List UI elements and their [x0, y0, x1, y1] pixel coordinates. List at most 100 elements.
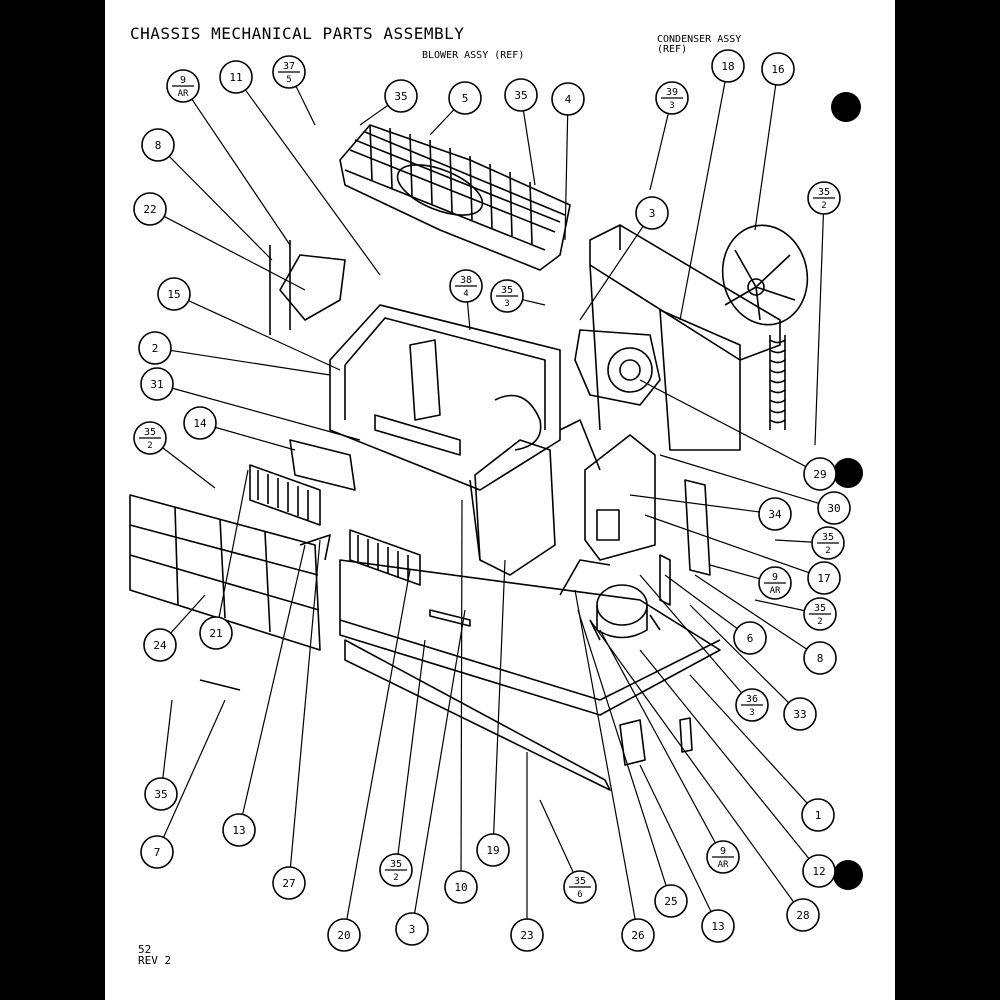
- callout-2: 2: [138, 331, 331, 376]
- callout-bubble: [783, 697, 817, 731]
- callout-bubble: [801, 798, 835, 832]
- callout-bubble: [199, 616, 233, 650]
- callout-35: 35: [144, 699, 178, 811]
- evaporator-section: [249, 240, 421, 586]
- callout-number: 35: [814, 603, 826, 614]
- callout-bubble: [138, 331, 172, 365]
- callout-23: 23: [510, 752, 544, 952]
- callout-3: 3: [395, 609, 466, 946]
- callout-9-ar: 9AR: [709, 564, 792, 600]
- leader-line: [162, 447, 216, 489]
- callout-bubble: [140, 835, 174, 869]
- callout-bubble: [140, 367, 174, 401]
- callout-bubble: [510, 918, 544, 952]
- callout-number: 22: [143, 203, 156, 216]
- chassis-partition: [329, 304, 561, 491]
- fan-motor: [574, 329, 661, 406]
- callout-number: 9: [772, 572, 778, 583]
- callout-subscript: 2: [147, 441, 152, 451]
- callout-27: 27: [272, 539, 321, 900]
- leader-line: [754, 599, 805, 612]
- callout-6: 6: [664, 574, 767, 655]
- callout-3: 3: [579, 196, 669, 321]
- callout-bubble: [701, 909, 735, 943]
- callout-subscript: 3: [669, 101, 674, 111]
- callout-bubble: [183, 406, 217, 440]
- callout-bubble: [444, 870, 478, 904]
- leader-line: [639, 764, 712, 912]
- page-number: 52: [138, 943, 152, 956]
- callout-bubble: [758, 497, 792, 531]
- callout-35-2: 352: [774, 526, 845, 560]
- callout-bubble: [504, 78, 538, 112]
- callout-21: 21: [199, 469, 249, 650]
- condenser-coil: [589, 224, 786, 451]
- callout-31: 31: [140, 367, 361, 441]
- callout-number: 35: [501, 285, 513, 296]
- callout-35-2: 352: [807, 181, 841, 446]
- leader-line: [215, 426, 296, 451]
- callout-bubble: [219, 60, 253, 94]
- callout-number: 29: [813, 468, 826, 481]
- blower-assy-ref: BLOWER ASSY (REF): [422, 50, 525, 61]
- callout-bubble: [133, 192, 167, 226]
- callout-number: 3: [649, 207, 656, 220]
- leader-line: [414, 609, 466, 914]
- callout-number: 35: [822, 532, 834, 543]
- callout-number: 6: [747, 632, 754, 645]
- callout-bubble: [761, 52, 795, 86]
- callout-bubble: [551, 82, 585, 116]
- callout-number: 28: [796, 909, 809, 922]
- callout-35: 35: [359, 79, 418, 126]
- callout-bubble: [817, 491, 851, 525]
- leader-line: [460, 499, 463, 872]
- callout-number: 35: [154, 788, 167, 801]
- callout-bubble: [141, 128, 175, 162]
- callout-8: 8: [141, 128, 273, 261]
- callout-number: 20: [337, 929, 350, 942]
- leader-line: [814, 213, 825, 446]
- callout-bubble: [327, 918, 361, 952]
- callout-number: 19: [486, 844, 499, 857]
- callout-number: 12: [812, 865, 825, 878]
- callout-36-3: 363: [639, 574, 769, 722]
- leader-line: [522, 110, 536, 186]
- leader-line: [162, 699, 226, 838]
- callout-19: 19: [476, 559, 510, 867]
- callout-number: 8: [155, 139, 162, 152]
- callout-11: 11: [219, 60, 381, 276]
- leader-line: [659, 454, 819, 504]
- callout-bubble: [384, 79, 418, 113]
- callout-35-2: 352: [133, 421, 216, 489]
- callout-7: 7: [140, 699, 226, 869]
- callout-subscript: 2: [825, 546, 830, 556]
- callout-9-ar: 9AR: [599, 629, 740, 874]
- callout-bubble: [476, 833, 510, 867]
- front-grille: [129, 494, 321, 651]
- leader-line: [168, 155, 273, 261]
- callout-bubble: [803, 457, 837, 491]
- callout-number: 36: [746, 694, 758, 705]
- callout-number: 38: [460, 275, 472, 286]
- callout-28: 28: [589, 619, 820, 932]
- leader-line: [289, 539, 321, 868]
- diagram-title: CHASSIS MECHANICAL PARTS ASSEMBLY: [130, 24, 465, 43]
- leader-line: [346, 569, 411, 920]
- leader-line: [564, 114, 569, 241]
- callout-12: 12: [639, 649, 836, 888]
- callout-33: 33: [689, 604, 817, 731]
- callout-bubble: [733, 621, 767, 655]
- leader-line: [522, 299, 546, 306]
- callout-number: 35: [394, 90, 407, 103]
- leader-line: [709, 564, 760, 580]
- callout-number: 1: [815, 809, 822, 822]
- callout-35-3: 353: [490, 279, 546, 313]
- callout-number: 13: [232, 824, 245, 837]
- callout-number: 35: [390, 859, 402, 870]
- leader-line: [170, 594, 206, 634]
- callout-subscript: 2: [821, 201, 826, 211]
- callout-17: 17: [644, 514, 841, 595]
- leader-line: [188, 300, 341, 371]
- callout-number: 11: [229, 71, 242, 84]
